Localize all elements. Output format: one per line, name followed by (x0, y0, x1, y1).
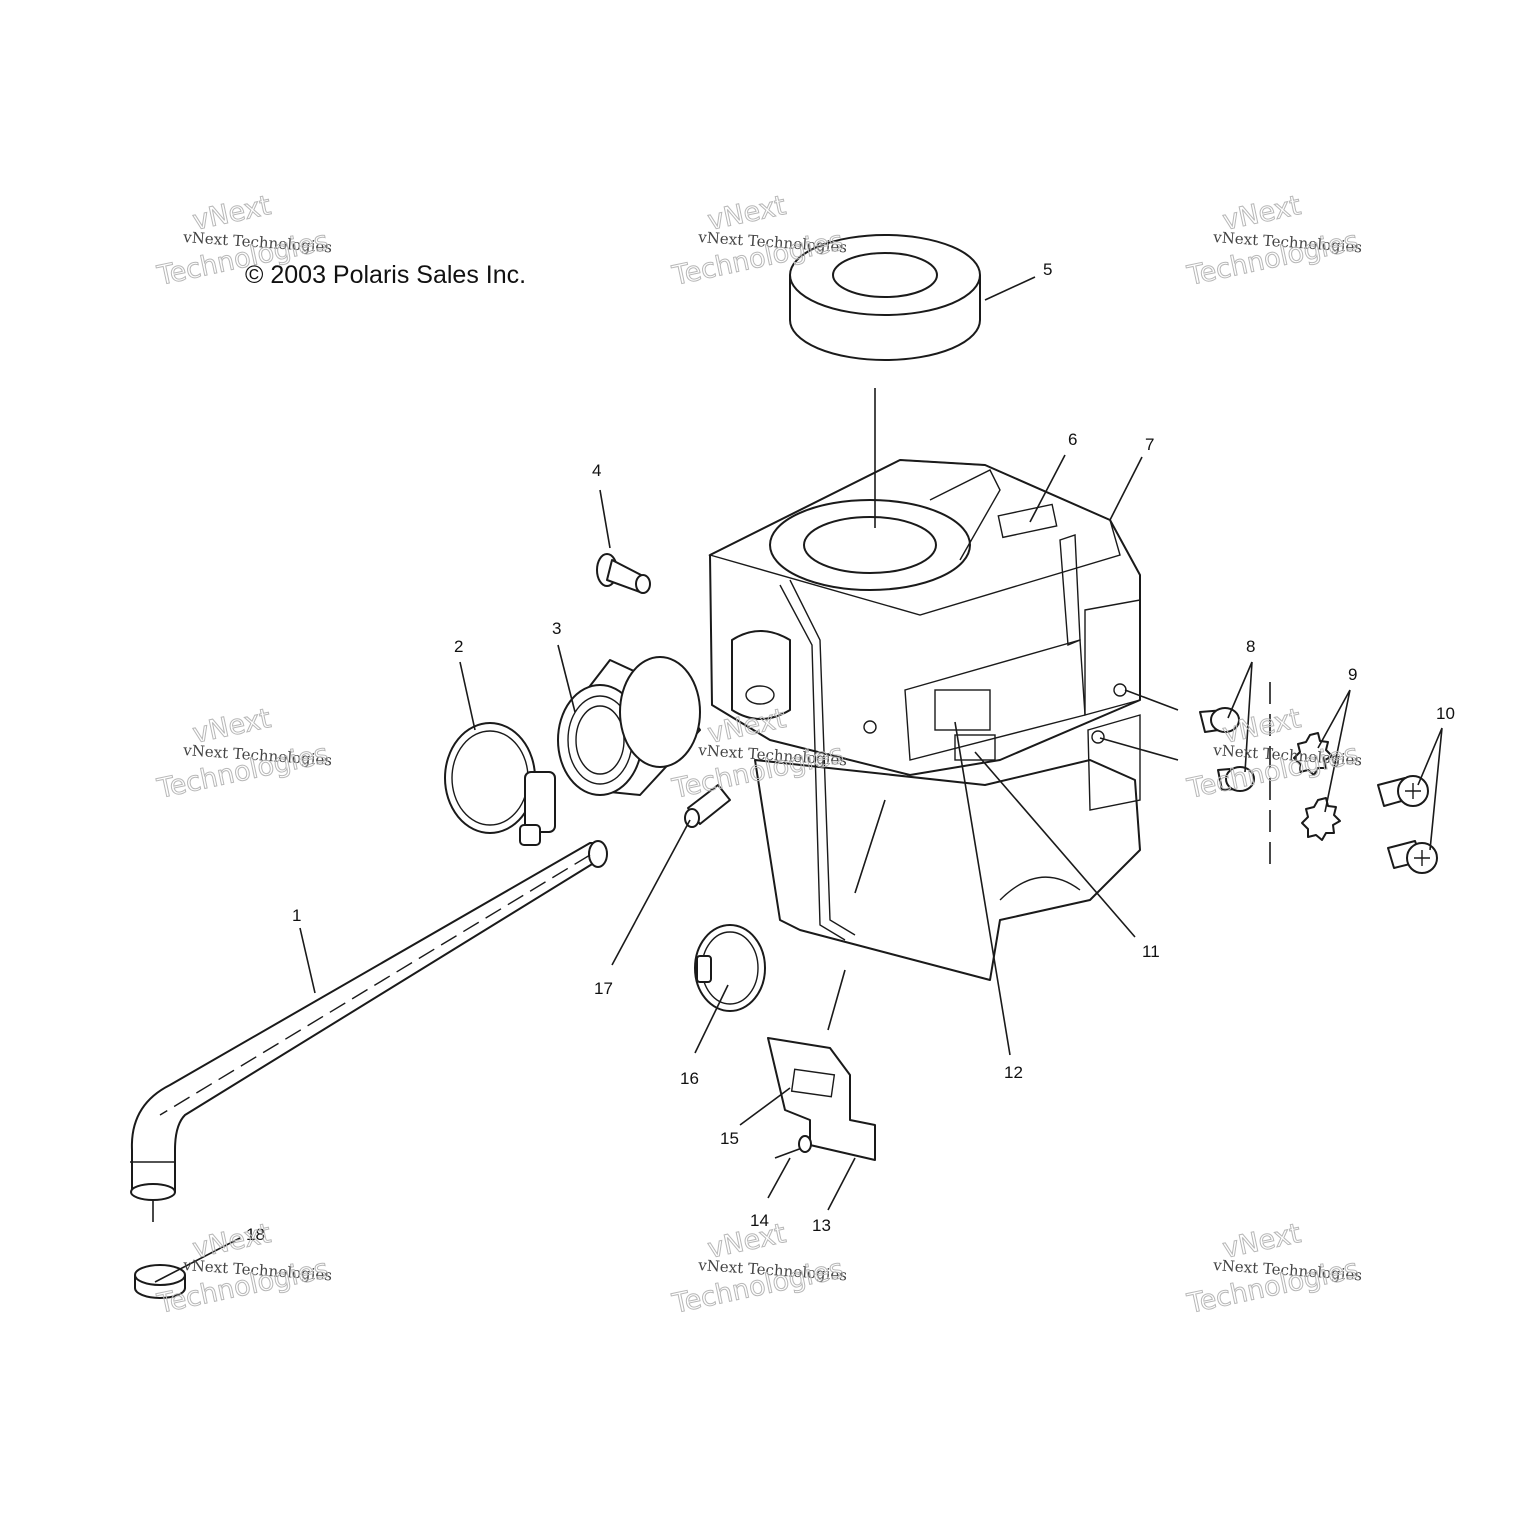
callout-10: 10 (1436, 704, 1455, 723)
part-1-tube (130, 840, 608, 1201)
callout-5: 5 (1043, 260, 1052, 279)
part-3-intake-boot (557, 656, 701, 796)
callout-13: 13 (812, 1216, 831, 1235)
watermark-top-right: vNext vNext Technologies Technologies (1184, 190, 1363, 293)
part-4-pin (596, 553, 651, 594)
callout-2: 2 (454, 637, 463, 656)
part-14-screw (774, 1135, 812, 1159)
callout-12: 12 (1004, 1063, 1023, 1082)
watermark-middle-left: vNext vNext Technologies Technologies (154, 703, 333, 806)
callout-7: 7 (1145, 435, 1154, 454)
part-18-ring (134, 1264, 186, 1299)
part-8-grommets (1199, 707, 1255, 792)
callout-18: 18 (246, 1225, 265, 1244)
callout-3: 3 (552, 619, 561, 638)
callout-4: 4 (592, 461, 601, 480)
copyright-text: © 2003 Polaris Sales Inc. (245, 261, 526, 289)
callout-8: 8 (1246, 637, 1255, 656)
part-13-bracket (767, 1037, 876, 1161)
part-16-small-clamp (694, 924, 766, 1012)
callout-15: 15 (720, 1129, 739, 1148)
callout-11: 11 (1142, 942, 1160, 961)
part-5-filter-element (789, 234, 981, 361)
callout-6: 6 (1068, 430, 1077, 449)
callout-17: 17 (594, 979, 613, 998)
leader-lines (152, 276, 1443, 1283)
callout-14: 14 (750, 1211, 769, 1230)
part-9-star-washers (1293, 732, 1341, 841)
callout-labels: 1 2 3 4 5 6 7 8 9 10 11 12 13 14 15 16 1… (246, 260, 1455, 1244)
part-2-hose-clamp (444, 722, 556, 846)
part-10-screws (1377, 775, 1438, 874)
airbox-housing (708, 459, 1141, 981)
callout-1: 1 (292, 906, 301, 925)
callout-16: 16 (680, 1069, 699, 1088)
callout-9: 9 (1348, 665, 1357, 684)
watermark-bottom-right: vNext vNext Technologies Technologies (1184, 1218, 1363, 1321)
